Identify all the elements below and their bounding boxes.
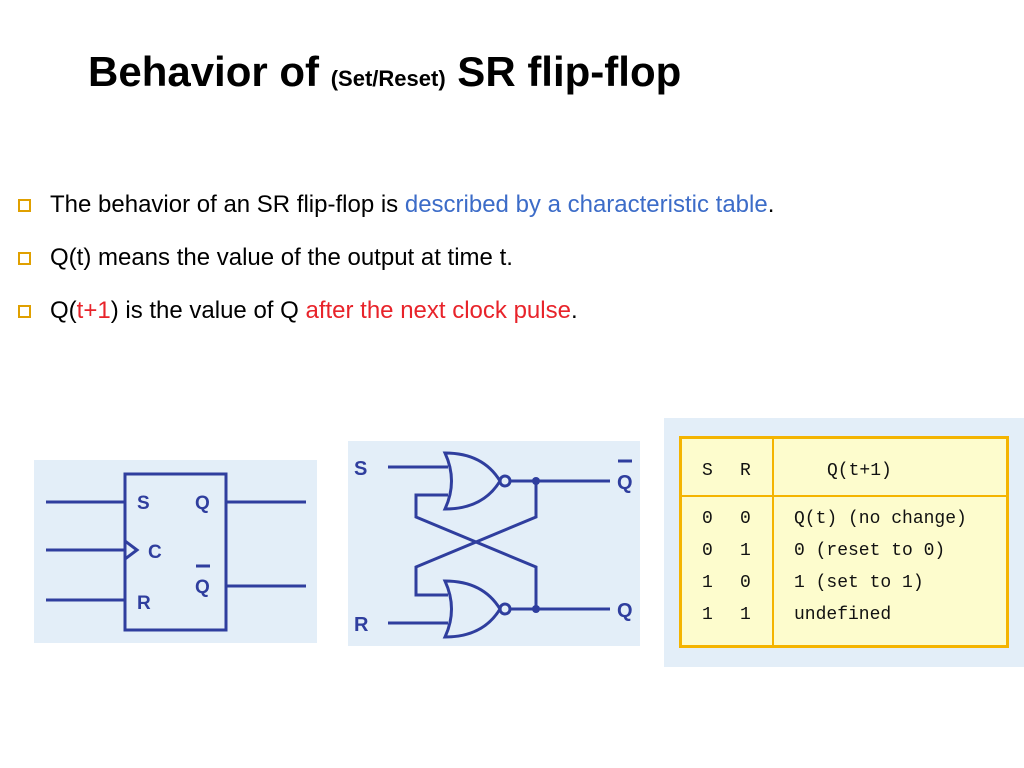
flip-flop-box [123,472,228,632]
row-1-r: 0 [740,509,751,529]
gate-qbar-label: Q [617,472,633,494]
row-4-r: 1 [740,605,751,625]
sr-block-symbol-panel: S C R Q Q [34,460,317,643]
lower-junction-dot [532,605,540,613]
bullet-1-end: . [767,191,775,218]
lower-nor-gate-icon [442,579,502,639]
upper-junction-dot [532,477,540,485]
sr-block-symbol-diagram: S C R Q Q [46,472,306,632]
upper-inverter-bubble [498,474,512,488]
bullet-3-middle: ) is the value of Q [110,297,306,324]
title-part-srflipflop: SR flip-flop [445,48,682,95]
row-4-s: 1 [702,605,713,625]
table-header-divider [682,495,1006,497]
bullet-text-1: The behavior of an SR flip-flop is descr… [50,186,774,224]
row-2-r: 1 [740,541,751,561]
gate-q-label: Q [617,600,633,622]
row-2-next: 0 (reset to 0) [794,541,946,561]
nor-gate-circuit-panel: S R Q Q [348,441,640,646]
row-2-s: 0 [702,541,713,561]
lower-inverter-bubble [498,602,512,616]
block-c-label: C [148,542,162,563]
title-part-setreset: (Set/Reset) [330,66,446,91]
row-3-s: 1 [702,573,713,593]
block-qbar-label: Q [195,577,210,598]
block-r-label: R [137,593,151,614]
header-next-state: Q(t+1) [827,461,892,481]
gate-s-label: S [354,458,367,480]
header-s: S [702,461,713,481]
bullet-3-highlight-clock: after the next clock pulse [305,297,571,324]
row-1-next: Q(t) (no change) [794,509,967,529]
row-4-next: undefined [794,605,892,625]
row-3-r: 0 [740,573,751,593]
nor-gate-circuit-diagram: S R Q Q [354,451,633,639]
bullet-1-highlight: described by a characteristic table [404,191,768,218]
block-s-label: S [137,493,150,514]
characteristic-table: S R Q(t+1) 0 0 Q(t) (no change) 0 1 0 (r… [679,436,1009,648]
bullet-3-highlight-t1: t+1 [76,297,111,324]
bullet-list: The behavior of an SR flip-flop is descr… [18,186,1018,345]
bullet-3-end: . [570,297,578,324]
bullet-2-text: Q(t) means the value of the output at ti… [50,244,513,271]
slide-title: Behavior of (Set/Reset) SR flip-flop [88,48,681,96]
header-r: R [740,461,751,481]
bullet-item-1: The behavior of an SR flip-flop is descr… [18,186,1018,239]
row-3-next: 1 (set to 1) [794,573,924,593]
bullet-text-3: Q(t+1) is the value of Q after the next … [50,292,578,330]
upper-nor-gate-icon [442,451,502,511]
bullet-item-3: Q(t+1) is the value of Q after the next … [18,292,1018,345]
table-column-divider [772,439,774,645]
characteristic-table-panel: S R Q(t+1) 0 0 Q(t) (no change) 0 1 0 (r… [664,418,1024,667]
bullet-item-2: Q(t) means the value of the output at ti… [18,239,1018,292]
feedback-wire-to-lower [414,481,538,597]
bullet-1-text: The behavior of an SR flip-flop is [50,191,405,218]
bullet-3-text: Q( [50,297,77,324]
title-part-behavior: Behavior of [88,48,331,95]
feedback-wire-to-upper [414,493,538,606]
square-bullet-icon [18,305,31,318]
block-q-label: Q [195,493,210,514]
clock-triangle-icon [124,539,140,561]
row-1-s: 0 [702,509,713,529]
square-bullet-icon [18,199,31,212]
gate-r-label: R [354,614,369,636]
square-bullet-icon [18,252,31,265]
bullet-text-2: Q(t) means the value of the output at ti… [50,239,513,277]
